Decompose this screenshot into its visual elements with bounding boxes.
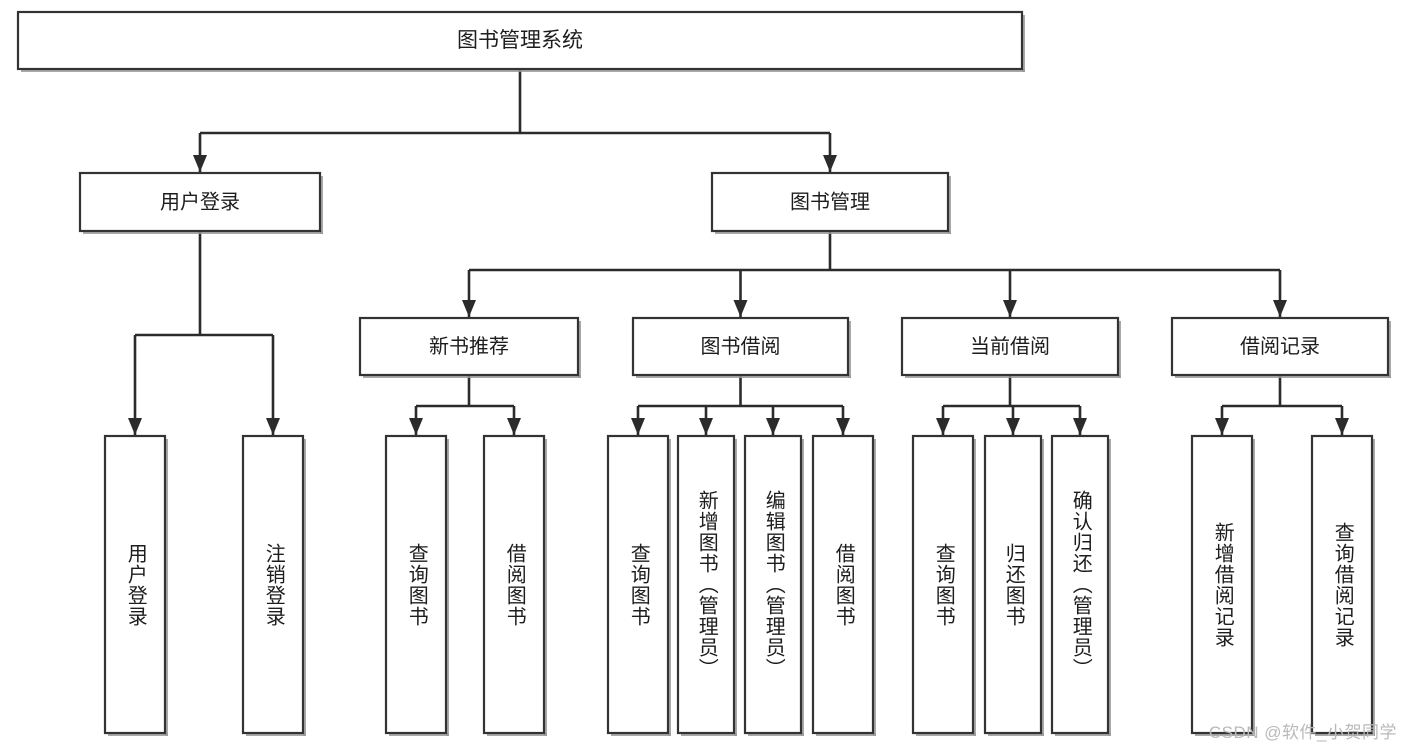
- arrow-head: [193, 155, 207, 172]
- node-shadow: [1055, 733, 1111, 736]
- node-shadow: [544, 439, 547, 736]
- node-label-borrow-record: 借阅记录: [1240, 335, 1320, 358]
- node-shadow: [446, 439, 449, 736]
- node-new-book-recommend[interactable]: [358, 316, 580, 377]
- node-shadow: [848, 321, 851, 378]
- arrow-head: [836, 418, 850, 435]
- node-current-borrow[interactable]: [900, 316, 1120, 377]
- node-root[interactable]: [16, 10, 1024, 71]
- node-label-book-management: 图书管理: [790, 190, 870, 213]
- node-shadow: [668, 439, 671, 736]
- node-label-root: 图书管理系统: [457, 29, 583, 52]
- arrow-head: [1073, 418, 1087, 435]
- node-leaf-confirm-return-admin[interactable]: [1050, 434, 1110, 735]
- node-shadow: [1315, 733, 1375, 736]
- node-shadow: [973, 439, 976, 736]
- node-leaf-return-book[interactable]: [983, 434, 1043, 735]
- arrow-head: [507, 418, 521, 435]
- node-shadow: [578, 321, 581, 378]
- node-leaf-add-borrow-record[interactable]: [1190, 434, 1254, 735]
- arrow-head: [766, 418, 780, 435]
- node-shadow: [1388, 321, 1391, 378]
- arrow-head: [823, 155, 837, 172]
- node-shadow: [1118, 321, 1121, 378]
- arrow-head: [1003, 300, 1017, 317]
- node-book-management[interactable]: [710, 171, 950, 233]
- node-leaf-query-book-current[interactable]: [911, 434, 975, 735]
- arrow-head: [1273, 300, 1287, 317]
- node-shadow: [1252, 439, 1255, 736]
- node-leaf-logout-login[interactable]: [241, 434, 305, 735]
- node-shadow: [389, 733, 449, 736]
- arrow-head: [631, 418, 645, 435]
- node-shadow: [83, 231, 323, 234]
- node-shadow: [748, 733, 804, 736]
- node-shadow: [1195, 733, 1255, 736]
- node-leaf-borrow-book-recommend[interactable]: [482, 434, 546, 735]
- node-shadow: [320, 176, 323, 234]
- node-label-new-book-recommend: 新书推荐: [429, 335, 509, 358]
- node-shadow: [681, 733, 737, 736]
- node-shadow: [246, 733, 306, 736]
- node-shadow: [165, 439, 168, 736]
- node-shadow: [1022, 15, 1025, 72]
- node-leaf-query-book-borrow[interactable]: [606, 434, 670, 735]
- node-shadow: [636, 375, 851, 378]
- node-leaf-edit-book-admin[interactable]: [743, 434, 803, 735]
- node-shadow: [21, 69, 1025, 72]
- arrow-head: [699, 418, 713, 435]
- node-label-book-borrow: 图书借阅: [701, 335, 781, 358]
- arrow-head: [266, 418, 280, 435]
- arrow-head: [409, 418, 423, 435]
- node-shadow: [715, 231, 951, 234]
- node-shadow: [988, 733, 1044, 736]
- arrow-head: [1215, 418, 1229, 435]
- arrow-head: [733, 300, 748, 317]
- node-borrow-record[interactable]: [1170, 316, 1390, 377]
- node-leaf-query-book-recommend[interactable]: [384, 434, 448, 735]
- node-shadow: [734, 439, 737, 736]
- arrow-head: [128, 418, 142, 435]
- node-shadow: [873, 439, 876, 736]
- arrow-head: [462, 300, 476, 317]
- node-shadow: [1372, 439, 1375, 736]
- watermark-text: CSDN @软件_小贺同学: [1208, 723, 1397, 742]
- node-leaf-user-login[interactable]: [103, 434, 167, 735]
- node-shadow: [905, 375, 1121, 378]
- node-shadow: [948, 176, 951, 234]
- node-shadow: [816, 733, 876, 736]
- node-shadow: [1041, 439, 1044, 736]
- node-leaf-add-book-admin[interactable]: [676, 434, 736, 735]
- node-shadow: [303, 439, 306, 736]
- node-shadow: [487, 733, 547, 736]
- node-label-current-borrow: 当前借阅: [970, 335, 1050, 358]
- node-shadow: [801, 439, 804, 736]
- arrow-head: [1006, 418, 1020, 435]
- node-user-login[interactable]: [78, 171, 322, 233]
- node-shadow: [363, 375, 581, 378]
- arrow-head: [936, 418, 950, 435]
- node-leaf-borrow-book[interactable]: [811, 434, 875, 735]
- node-shadow: [1108, 439, 1111, 736]
- node-book-borrow[interactable]: [631, 316, 850, 377]
- connector-layer: [128, 69, 1349, 435]
- node-shadow: [1175, 375, 1391, 378]
- node-shadow: [916, 733, 976, 736]
- arrow-head: [1335, 418, 1349, 435]
- node-shadow: [108, 733, 168, 736]
- node-label-user-login: 用户登录: [160, 190, 240, 213]
- node-leaf-query-borrow-record[interactable]: [1310, 434, 1374, 735]
- node-shadow: [611, 733, 671, 736]
